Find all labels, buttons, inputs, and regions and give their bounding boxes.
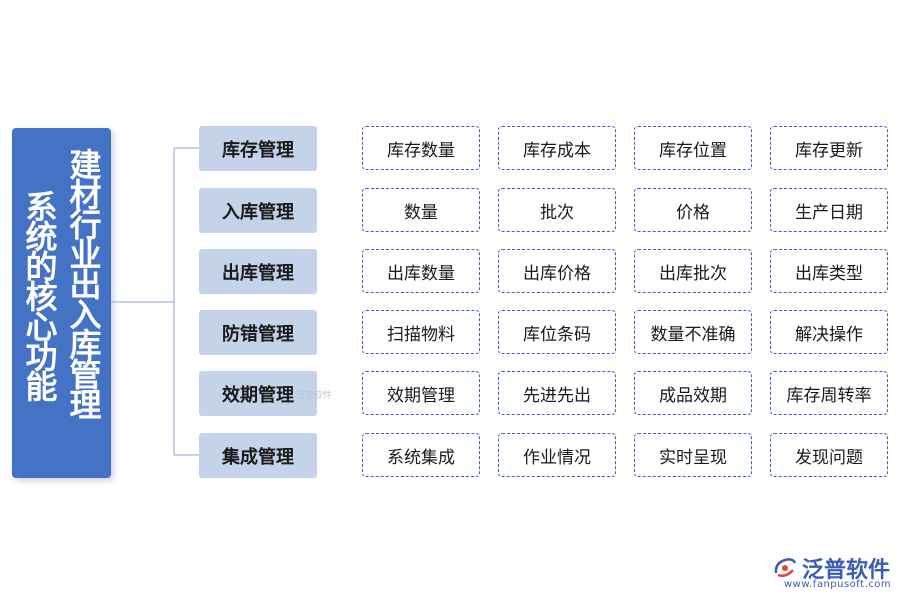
item-node: 效期管理 xyxy=(362,371,480,415)
item-node: 库存位置 xyxy=(634,126,752,170)
logo-name: 泛普软件 xyxy=(802,558,891,583)
item-node: 出库数量 xyxy=(362,249,480,293)
category-integration: 集成管理 xyxy=(199,433,317,478)
item-node: 先进先出 xyxy=(498,371,616,415)
root-node: 建材行业出入库管理 系统的核心功能 xyxy=(12,128,111,478)
item-node: 作业情况 xyxy=(498,433,616,477)
category-inbound: 入库管理 xyxy=(199,188,317,233)
category-outbound: 出库管理 xyxy=(199,249,317,294)
item-node: 数量 xyxy=(362,188,480,232)
item-node: 批次 xyxy=(498,188,616,232)
item-node: 系统集成 xyxy=(362,433,480,477)
item-node: 扫描物料 xyxy=(362,310,480,354)
watermark-text: 泛普软件 xyxy=(296,391,333,401)
category-expiry: 效期管理 xyxy=(199,371,317,416)
root-title-line-1: 建材行业出入库管理 xyxy=(64,148,103,418)
item-node: 库位条码 xyxy=(498,310,616,354)
item-node: 出库类型 xyxy=(770,249,888,293)
item-node: 出库批次 xyxy=(634,249,752,293)
item-node: 出库价格 xyxy=(498,249,616,293)
item-node: 价格 xyxy=(634,188,752,232)
fanpu-logo-icon xyxy=(774,558,797,578)
item-node: 解决操作 xyxy=(770,310,888,354)
item-node: 实时呈现 xyxy=(634,433,752,477)
category-error-proofing: 防错管理 xyxy=(199,310,317,355)
brand-logo: 泛普软件 xyxy=(772,552,890,584)
item-node: 成品效期 xyxy=(634,371,752,415)
item-node: 数量不准确 xyxy=(634,310,752,354)
item-node: 库存更新 xyxy=(770,126,888,170)
item-node: 库存周转率 xyxy=(770,371,888,415)
item-node: 发现问题 xyxy=(770,433,888,477)
item-node: 库存成本 xyxy=(498,126,616,170)
logo-url: www.fanpusoft.com xyxy=(784,579,892,590)
item-node: 库存数量 xyxy=(362,126,480,170)
root-title-line-2: 系统的核心功能 xyxy=(20,190,59,400)
category-inventory: 库存管理 xyxy=(199,126,317,171)
item-node: 生产日期 xyxy=(770,188,888,232)
